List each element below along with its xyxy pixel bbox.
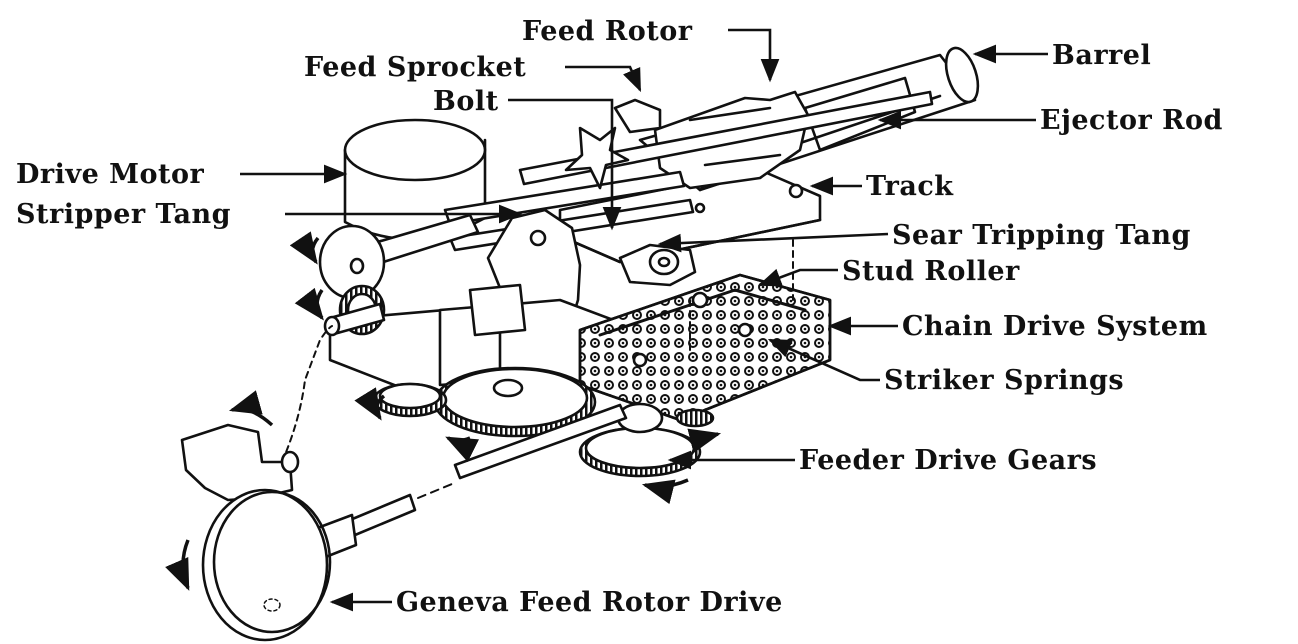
chain-drive-part xyxy=(578,273,832,422)
leader-bolt xyxy=(508,98,622,231)
leader-sear-tripping-tang xyxy=(657,232,889,253)
geneva-star-part xyxy=(180,423,294,502)
geneva-pin xyxy=(280,450,300,474)
label-feeder-drive-gears: Feeder Drive Gears xyxy=(799,445,1098,476)
motor-pulley-part xyxy=(318,213,480,300)
main-gear-part xyxy=(433,366,597,438)
label-stud-roller: Stud Roller xyxy=(842,256,1020,287)
shaft-dash xyxy=(417,483,453,499)
label-bolt: Bolt xyxy=(433,86,499,117)
label-stripper-tang: Stripper Tang xyxy=(16,199,232,230)
leader-striker-springs xyxy=(767,338,880,382)
rotation-arrows xyxy=(165,231,722,591)
label-feed-sprocket: Feed Sprocket xyxy=(304,52,527,83)
feed-sprocket-small xyxy=(613,98,662,134)
machine-drawing xyxy=(180,46,980,642)
feed-sprocket-part xyxy=(564,126,630,190)
label-ejector-rod: Ejector Rod xyxy=(1040,105,1223,136)
label-feed-rotor: Feed Rotor xyxy=(522,16,693,47)
leader-feed-sprocket xyxy=(565,65,642,93)
leader-stud-roller xyxy=(757,268,838,287)
drive-shaft-front xyxy=(453,403,628,480)
label-track: Track xyxy=(866,171,954,202)
sear-tang-part xyxy=(618,243,697,287)
label-sear-tripping-tang: Sear Tripping Tang xyxy=(892,220,1191,251)
label-chain-drive-system: Chain Drive System xyxy=(902,311,1208,342)
geneva-disc-part xyxy=(201,488,358,642)
label-geneva-feed-rotor-drive: Geneva Feed Rotor Drive xyxy=(396,587,783,618)
leader-feed-rotor xyxy=(728,28,780,83)
support-base-part xyxy=(328,283,642,397)
drive-shaft-rear xyxy=(348,493,417,537)
track-part xyxy=(558,168,822,264)
connector-curve xyxy=(281,325,333,463)
label-striker-springs: Striker Springs xyxy=(884,365,1125,396)
leader-lines xyxy=(240,28,1048,612)
label-barrel: Barrel xyxy=(1052,40,1152,71)
left-gear-part xyxy=(372,382,448,418)
label-drive-motor: Drive Motor xyxy=(16,159,205,190)
stripper-tang-hole xyxy=(529,229,547,247)
